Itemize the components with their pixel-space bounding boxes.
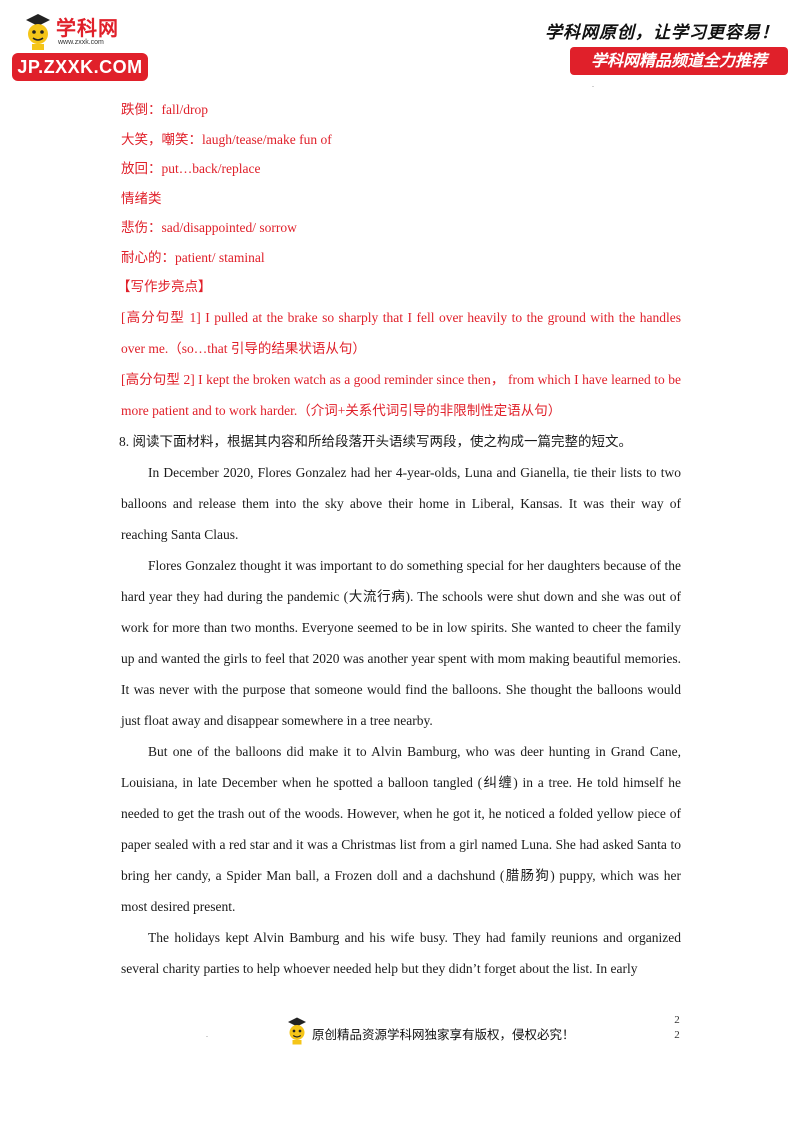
page-number-top: 2 [674, 1014, 680, 1026]
vocab-category: 情绪类 [121, 190, 162, 206]
document-body: 跌倒：fall/drop 大笑，嘲笑：laugh/tease/make fun … [117, 95, 681, 984]
slogan: 学科网原创，让学习更容易！ [545, 23, 779, 43]
decorative-dot: . [206, 1030, 208, 1039]
vocab-line: 耐心的：patient/ staminal [121, 249, 265, 265]
recommend-banner: 学科网精品频道全力推荐 [570, 47, 788, 75]
story-paragraph: Flores Gonzalez thought it was important… [121, 557, 681, 728]
logo-badge: JP.ZXXK.COM [12, 53, 148, 81]
page-header: 学科网 www.zxxk.com JP.ZXXK.COM 学科网原创，让学习更容… [0, 0, 800, 90]
decorative-dot: . [592, 80, 594, 89]
zxxk-logo[interactable]: 学科网 www.zxxk.com JP.ZXXK.COM [12, 10, 152, 81]
mascot-icon [288, 1017, 306, 1045]
logo-url: www.zxxk.com [58, 39, 104, 46]
page-number-bottom: 2 [674, 1029, 680, 1041]
vocab-line: 悲伤：sad/disappointed/ sorrow [121, 220, 297, 235]
vocab-line: 跌倒：fall/drop [121, 102, 208, 117]
story-paragraph: In December 2020, Flores Gonzalez had he… [121, 464, 681, 542]
page-number: 2 2 [671, 1013, 683, 1043]
story-paragraph: The holidays kept Alvin Bamburg and his … [121, 929, 681, 976]
highlights-heading: 【写作步亮点】 [117, 279, 212, 294]
high-score-sentence-1: [高分句型 1] I pulled at the brake so sharpl… [121, 309, 681, 356]
question-prompt: 8. 阅读下面材料，根据其内容和所给段落开头语续写两段，使之构成一篇完整的短文。 [119, 433, 632, 449]
page-footer: 原创精品资源学科网独家享有版权，侵权必究！ [285, 1016, 625, 1046]
logo-text: 学科网 [56, 16, 119, 40]
mascot-icon [26, 14, 50, 50]
copyright-notice: 原创精品资源学科网独家享有版权，侵权必究！ [312, 1027, 575, 1042]
story-paragraph: But one of the balloons did make it to A… [121, 743, 681, 914]
vocab-line: 大笑，嘲笑：laugh/tease/make fun of [121, 131, 332, 147]
high-score-sentence-2: [高分句型 2] I kept the broken watch as a go… [121, 371, 681, 418]
vocab-line: 放回：put…back/replace [121, 161, 261, 176]
